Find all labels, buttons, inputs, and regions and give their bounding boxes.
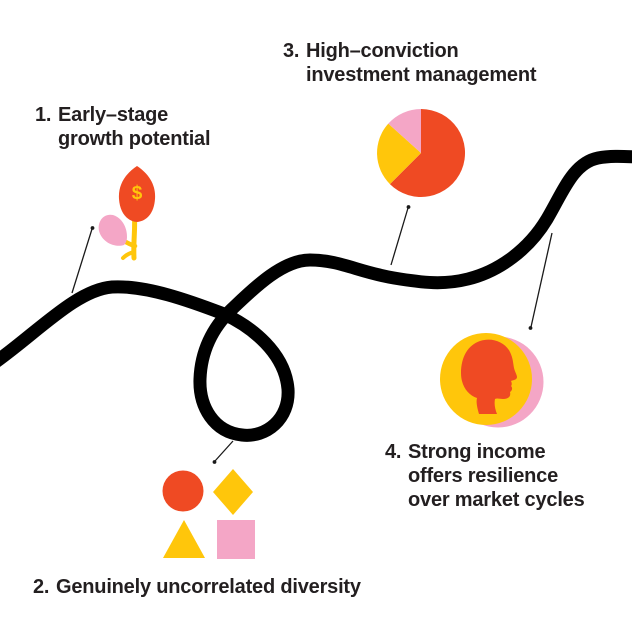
plant-branch-stub	[121, 250, 136, 260]
caption-number: 4.	[385, 441, 402, 463]
coin-profile-icon	[440, 333, 544, 428]
caption-line: Early–stage	[58, 104, 169, 126]
money-plant-icon: $	[98, 166, 156, 261]
dollar-sign: $	[132, 183, 143, 204]
journey-squiggle-line	[0, 149, 632, 442]
connector-dot	[212, 460, 217, 464]
caption-line: High–conviction	[306, 40, 459, 62]
connector-dot	[528, 326, 533, 330]
shape-square	[217, 520, 255, 559]
pie-slice-red	[389, 108, 466, 197]
caption-line: over market cycles	[408, 489, 585, 511]
caption-early-stage: 1. Early–stage growth potential	[35, 103, 211, 151]
connector-dot	[406, 205, 411, 209]
head-silhouette	[461, 339, 517, 414]
connector-pie	[390, 205, 411, 266]
caption-number: 3.	[283, 40, 300, 62]
shape-circle	[162, 470, 204, 512]
pie-chart-icon	[377, 108, 466, 197]
plant-pink-leaf	[98, 214, 127, 246]
pie-slice-yellow	[377, 123, 421, 185]
caption-line: growth potential	[58, 128, 211, 150]
caption-number: 2.	[33, 576, 50, 598]
caption-strong-income: 4. Strong income offers resilience over …	[385, 440, 585, 512]
caption-line: Strong income	[408, 441, 546, 463]
shape-triangle	[163, 520, 205, 558]
caption-uncorrelated-diversity: 2. Genuinely uncorrelated diversity	[33, 575, 361, 599]
shape-diamond	[213, 469, 253, 515]
connector-line	[71, 228, 93, 294]
connector-coin	[528, 232, 553, 330]
abstract-shapes-icon	[162, 469, 255, 559]
connector-line	[390, 207, 409, 266]
caption-line: offers resilience	[408, 465, 559, 487]
connector-line	[214, 440, 234, 462]
connector-shapes	[212, 440, 234, 464]
caption-line: investment management	[306, 64, 537, 86]
connector-line	[530, 232, 553, 328]
caption-number: 1.	[35, 104, 52, 126]
pie-slice-pink	[388, 109, 421, 153]
connector-plant	[71, 226, 95, 294]
caption-high-conviction: 3. High–conviction investment management	[283, 39, 537, 87]
plant-red-leaf	[118, 166, 156, 222]
caption-line: Genuinely uncorrelated diversity	[56, 576, 361, 598]
connector-dot	[90, 226, 95, 230]
